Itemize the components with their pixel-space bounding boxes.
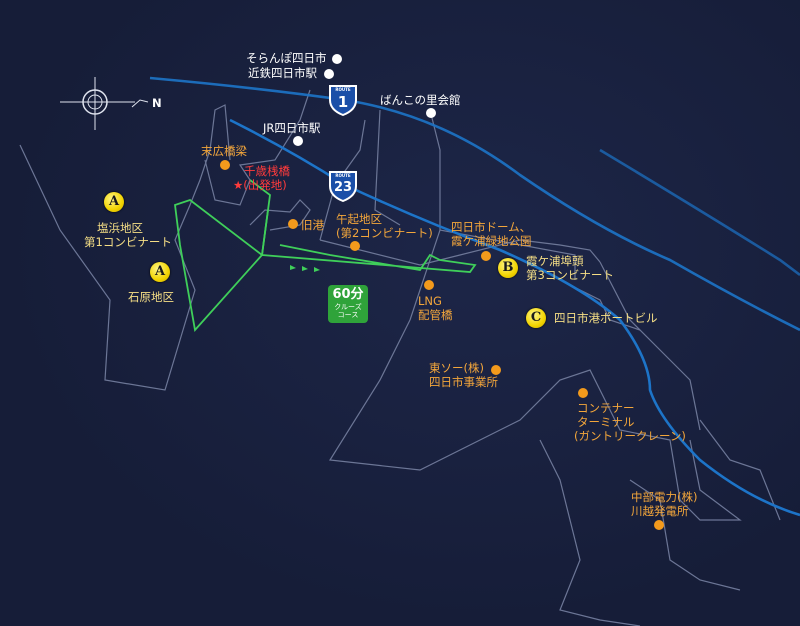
area-badge-a[interactable]: A — [104, 192, 124, 212]
point-marker[interactable] — [424, 280, 434, 290]
start-sublabel: ★(出発地) — [233, 178, 287, 192]
cruise-route[interactable] — [174, 179, 477, 332]
area-badge-c[interactable]: C — [526, 308, 546, 328]
cruise-duration-badge[interactable]: 60分 クルーズ コース — [328, 285, 368, 323]
route-23-shield: ROUTE 23 — [328, 170, 358, 203]
landmark-marker[interactable] — [293, 136, 303, 146]
point-label: 四日市ドーム、 — [451, 220, 532, 234]
point-label: 末広橋梁 — [201, 144, 247, 158]
point-marker[interactable] — [578, 388, 588, 398]
rivers-roads — [149, 76, 800, 517]
point-label: 配管橋 — [418, 308, 453, 322]
start-label: 千歳桟橋 — [244, 164, 290, 178]
area-label: 第1コンビナート — [84, 235, 172, 249]
area-badge-b[interactable]: B — [498, 258, 518, 278]
point-marker[interactable] — [220, 160, 230, 170]
landmark-label: JR四日市駅 — [263, 121, 321, 135]
point-label: 旧港 — [301, 218, 324, 232]
landmark-label: ばんこの里会館 — [380, 93, 461, 107]
point-label: コンテナー — [577, 401, 635, 415]
point-label: (第2コンビナート) — [336, 226, 433, 240]
landmark-marker[interactable] — [426, 108, 436, 118]
point-label: 霞ケ浦緑地公園 — [451, 234, 532, 248]
compass-rose: N — [60, 72, 170, 136]
point-label: (ガントリークレーン) — [574, 429, 686, 443]
point-marker[interactable] — [491, 365, 501, 375]
landmark-label: 近鉄四日市駅 — [248, 66, 317, 80]
landmark-marker[interactable] — [332, 54, 342, 64]
area-badge-a[interactable]: A — [150, 262, 170, 282]
point-marker[interactable] — [654, 520, 664, 530]
landmark-marker[interactable] — [324, 69, 334, 79]
route-arrows — [290, 265, 320, 272]
area-label: 第3コンビナート — [526, 268, 614, 282]
point-marker[interactable] — [481, 251, 491, 261]
point-label: 午起地区 — [336, 212, 382, 226]
north-label: N — [152, 96, 162, 110]
area-label: 塩浜地区 — [97, 221, 143, 235]
landmark-label: そらんぽ四日市 — [246, 51, 327, 65]
area-label: 四日市港ポートビル — [554, 311, 658, 325]
point-label: 中部電力(株) — [631, 490, 698, 504]
point-marker[interactable] — [350, 241, 360, 251]
route-1-shield: ROUTE 1 — [328, 84, 358, 117]
point-label: LNG — [418, 294, 442, 308]
point-label: 東ソー(株) — [429, 361, 484, 375]
point-marker[interactable] — [288, 219, 298, 229]
area-label: 霞ケ浦埠頭 — [526, 254, 584, 268]
point-label: 四日市事業所 — [429, 375, 498, 389]
point-label: 川越発電所 — [631, 504, 689, 518]
point-label: ターミナル — [577, 415, 635, 429]
area-label: 石原地区 — [128, 290, 174, 304]
coastline — [19, 89, 781, 626]
